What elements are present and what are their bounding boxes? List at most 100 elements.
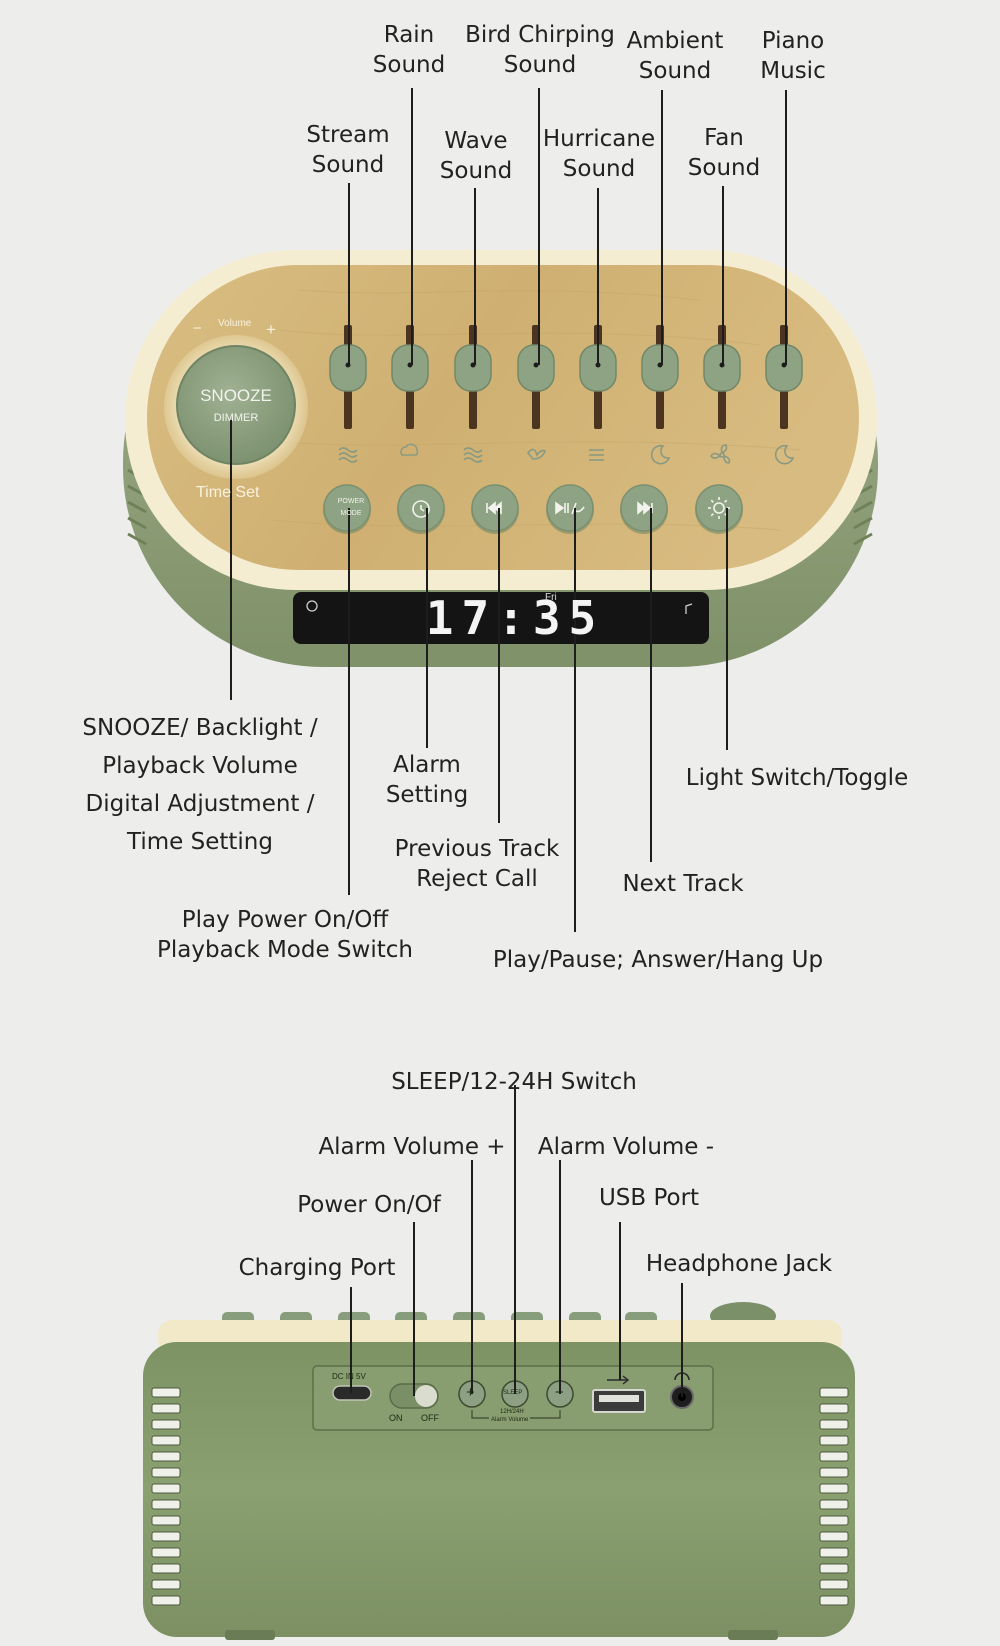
callout-line: Headphone Jack [645,1251,833,1277]
left-grille-slot [151,1403,181,1414]
callout-label-next: Next Track [622,869,743,899]
right-grille-slot [819,1419,849,1430]
callout-line: Light Switch/Toggle [685,765,909,791]
function-button-4[interactable] [546,484,594,532]
callout-label-light: Light Switch/Toggle [686,763,908,793]
music-indicator-icon [685,603,693,614]
fan-icon [710,444,731,464]
callout-label-power-onoff: Power On/Of [297,1190,440,1220]
callout-line: Sound [638,58,712,84]
foot-right [728,1630,778,1640]
slider-knob-4[interactable] [517,344,555,392]
function-buttons [323,484,743,534]
right-grille-slot [819,1483,849,1494]
left-grille-slot [151,1579,181,1590]
callout-line: SNOOZE/ Backlight / [82,715,318,741]
off-label: OFF [421,1413,439,1423]
leader-lines [230,88,787,1397]
right-grille-slot [819,1515,849,1526]
slider-knob-8[interactable] [765,344,803,392]
slider-knob-2[interactable] [391,344,429,392]
waves-icon [338,447,358,463]
clock-display [293,592,709,644]
callout-line: Piano [761,28,825,54]
function-button-1[interactable] [323,484,371,532]
slider-knob-3[interactable] [454,344,492,392]
sleep-label: SLEEP [503,1390,523,1396]
volume-label: Volume [218,318,252,329]
snooze-knob[interactable] [176,345,296,465]
front-device [123,250,878,667]
callout-line: Playback Mode Switch [157,937,413,963]
callout-line: Sound [439,158,513,184]
slider-icons [338,443,795,465]
callout-label-play-pause: Play/Pause; Answer/Hang Up [493,945,823,975]
back-device [143,1302,855,1640]
usb-icon [607,1375,630,1385]
minus-label: − [555,1384,564,1401]
callout-line: Time Setting [127,829,273,855]
plus-label: + [466,1384,475,1401]
knob-label-snooze: SNOOZE [200,386,272,405]
callout-line: Playback Volume [102,753,298,779]
sun-light-icon [708,497,730,519]
bird-icon [526,448,547,460]
right-grille-slot [819,1499,849,1510]
clock-time: 17:35 [425,591,605,645]
moon-stars-icon [650,444,671,465]
wood-panel [147,265,859,570]
power-mode-label-1: POWER [337,498,365,505]
callout-label-alarm-vol-minus: Alarm Volume - [538,1132,714,1162]
callout-line: Alarm Volume - [537,1134,715,1160]
leader-dot-6 [657,362,663,368]
callout-label-sleep-switch: SLEEP/12-24H Switch [391,1067,637,1097]
usb-a-tongue [599,1395,639,1402]
rain-cloud-icon [400,443,419,456]
callout-line: Wave [444,128,508,154]
leader-dot-3 [470,362,476,368]
callout-line: Digital Adjustment / [85,791,315,817]
alarm-clock-icon [412,500,430,518]
callout-line: Reject Call [416,866,538,892]
callout-line: Play Power On/Off [181,907,389,933]
function-button-6[interactable] [695,484,743,532]
callout-line: Hurricane [542,126,656,152]
dc-in-label: DC IN 5V [332,1372,366,1381]
time-set-label: Time Set [196,484,260,501]
play-pause-phone-icon [555,501,585,515]
foot-left [225,1630,275,1640]
callout-line: Next Track [622,871,744,897]
callout-line: Setting [385,782,469,808]
left-grille-slot [151,1435,181,1446]
left-grille-slot [151,1467,181,1478]
left-grille-slot [151,1563,181,1574]
callout-line: Charging Port [238,1255,396,1281]
slider-knob-6[interactable] [641,344,679,392]
right-grille-slot [819,1451,849,1462]
alarm-indicator-icon [306,600,318,612]
left-grille-slot [151,1531,181,1542]
side-grilles [151,1387,849,1606]
callout-label-usb: USB Port [599,1183,699,1213]
hurricane-icon [589,449,604,461]
callout-label-charging: Charging Port [239,1253,396,1283]
clock-day: Fri [545,592,557,603]
right-grille-slot [819,1467,849,1478]
callout-line: Previous Track [394,836,560,862]
callout-line: Sound [311,152,385,178]
callout-label-alarm-vol-plus: Alarm Volume + [318,1132,505,1162]
power-switch-knob [415,1385,437,1407]
power-mode-label-2: MODE [340,510,362,517]
mode-label: 12H/24H [500,1409,524,1415]
alarm-volume-label: Alarm Volume [489,1417,531,1423]
callout-line: Rain [383,22,435,48]
callout-line: Sound [687,155,761,181]
callout-line: Power On/Of [297,1192,441,1218]
